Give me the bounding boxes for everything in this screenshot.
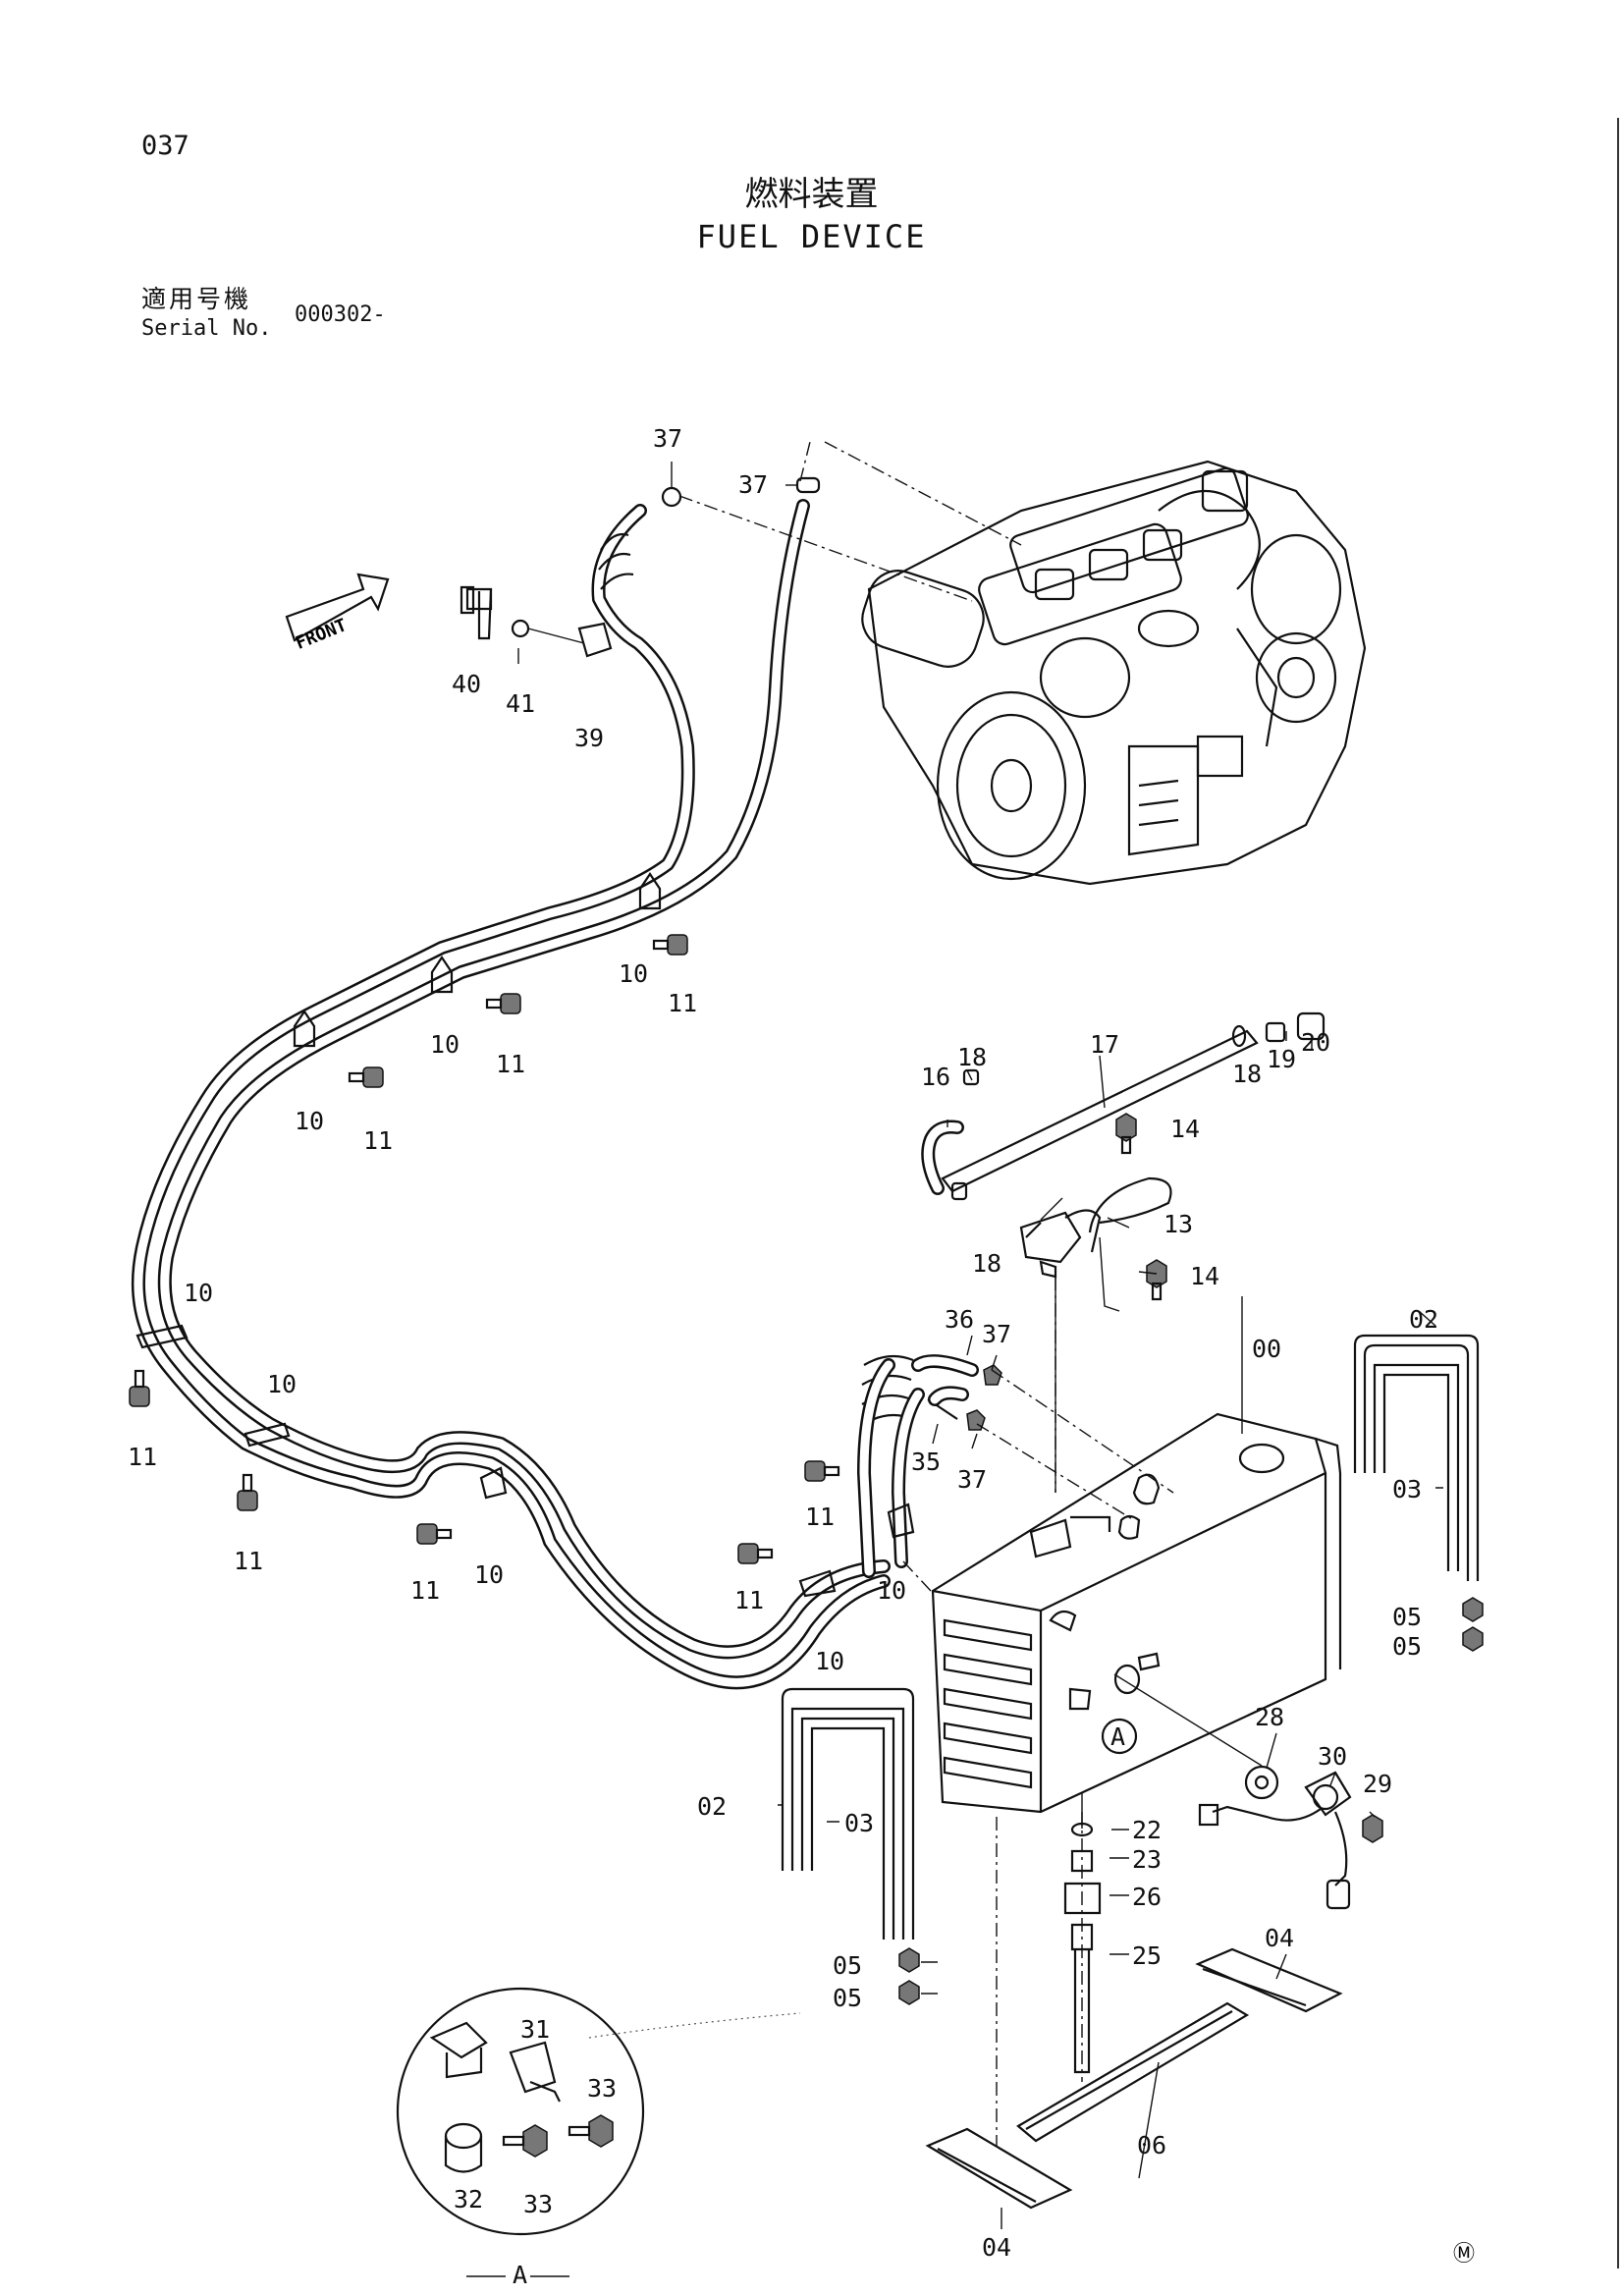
callout-label: 18 bbox=[972, 1249, 1001, 1278]
callout-label: 11 bbox=[734, 1586, 764, 1614]
mounting-bolts bbox=[129, 934, 840, 1564]
callout-label: 17 bbox=[1090, 1030, 1119, 1059]
fuel-level-sender bbox=[1113, 1673, 1383, 1910]
engine-assembly bbox=[861, 460, 1367, 886]
callout-label: 05 bbox=[1392, 1632, 1422, 1661]
callout-label: 11 bbox=[496, 1050, 525, 1078]
callout-label: 37 bbox=[957, 1465, 987, 1494]
fuel-tank bbox=[931, 1412, 1342, 1814]
callout-label: 05 bbox=[1392, 1603, 1422, 1631]
page-title-english: FUEL DEVICE bbox=[696, 218, 927, 255]
callout-label: 02 bbox=[697, 1792, 727, 1821]
page-title-japanese: 燃料装置 bbox=[744, 175, 879, 214]
callout-label: 11 bbox=[410, 1576, 440, 1605]
callout-label: 04 bbox=[1265, 1924, 1294, 1952]
callout-label: 16 bbox=[921, 1063, 950, 1091]
callout-label: 10 bbox=[877, 1576, 906, 1605]
callout-label: 02 bbox=[1409, 1305, 1438, 1334]
callout-label: 33 bbox=[587, 2074, 617, 2103]
hose-clamps bbox=[135, 872, 915, 1598]
callout-label: 37 bbox=[653, 424, 682, 453]
dash-dot-leaders bbox=[678, 441, 1174, 2146]
callout-label: 11 bbox=[128, 1443, 157, 1471]
tank-pads bbox=[925, 1947, 1343, 2210]
callout-A-text: A bbox=[1110, 1722, 1125, 1751]
callout-label: 04 bbox=[982, 2233, 1011, 2262]
callout-label: 13 bbox=[1163, 1210, 1193, 1238]
page-border-rule bbox=[1617, 118, 1619, 2269]
callout-label: 11 bbox=[805, 1503, 835, 1531]
callout-label: 18 bbox=[957, 1043, 987, 1071]
callout-label: 05 bbox=[833, 1951, 862, 1980]
callout-label: 41 bbox=[506, 689, 535, 718]
fuel-hose-pair bbox=[131, 499, 973, 1690]
callout-label: 03 bbox=[844, 1809, 874, 1837]
detail-A-label: A bbox=[513, 2261, 527, 2289]
callout-label: 10 bbox=[295, 1107, 324, 1135]
callout-label: 30 bbox=[1318, 1742, 1347, 1771]
top-fittings bbox=[460, 476, 821, 658]
callout-label: 40 bbox=[452, 670, 481, 698]
callout-label: 05 bbox=[833, 1984, 862, 2012]
callout-label: 32 bbox=[454, 2185, 483, 2214]
callout-label: 31 bbox=[520, 2015, 550, 2044]
callout-label: 20 bbox=[1301, 1028, 1330, 1057]
callout-numbers: 37 37 40 41 39 10 11 10 11 10 11 10 11 1… bbox=[128, 424, 1438, 2262]
callout-label: 23 bbox=[1132, 1845, 1162, 1874]
front-direction-arrow: FRONT bbox=[285, 573, 390, 654]
callout-label: 39 bbox=[574, 724, 604, 752]
revision-mark: Ⓜ bbox=[1453, 2242, 1475, 2267]
serial-number-value: 000302- bbox=[295, 302, 386, 327]
tank-bands-right bbox=[1353, 1334, 1480, 1581]
callout-leaders bbox=[517, 462, 1443, 2229]
callout-label: 35 bbox=[911, 1448, 941, 1476]
callout-label: 18 bbox=[1232, 1060, 1262, 1088]
callout-label: 33 bbox=[523, 2190, 553, 2218]
page-number: 037 bbox=[141, 131, 189, 161]
callout-label: 37 bbox=[982, 1320, 1011, 1348]
callout-label: 28 bbox=[1255, 1703, 1284, 1731]
callout-label: 37 bbox=[738, 470, 768, 499]
callout-label: 10 bbox=[267, 1370, 297, 1398]
tank-bands-left bbox=[781, 1687, 915, 1940]
front-label: FRONT bbox=[293, 615, 350, 654]
callout-label: 26 bbox=[1132, 1883, 1162, 1911]
callout-label: 29 bbox=[1363, 1770, 1392, 1798]
callout-label: 14 bbox=[1170, 1115, 1200, 1143]
detail-A-view: A bbox=[396, 1987, 801, 2289]
callout-label: 14 bbox=[1190, 1262, 1219, 1290]
callout-label: 11 bbox=[363, 1126, 393, 1155]
callout-label: 10 bbox=[815, 1647, 844, 1675]
callout-label: 10 bbox=[474, 1560, 504, 1589]
tank-vent-slots bbox=[943, 1618, 1033, 1789]
callout-label: 10 bbox=[184, 1279, 213, 1307]
callout-label: 25 bbox=[1132, 1941, 1162, 1970]
callout-A-marker: A bbox=[1101, 1718, 1138, 1755]
serial-label-japanese: 適用号機 bbox=[141, 285, 252, 313]
callout-label: 11 bbox=[234, 1547, 263, 1575]
callout-label: 22 bbox=[1132, 1816, 1162, 1844]
callout-label: 03 bbox=[1392, 1475, 1422, 1503]
callout-label: 06 bbox=[1137, 2131, 1166, 2159]
callout-label: 10 bbox=[430, 1030, 460, 1059]
callout-label: 11 bbox=[668, 989, 697, 1017]
tank-feed-hoses bbox=[911, 1354, 1002, 1431]
callout-label: 00 bbox=[1252, 1335, 1281, 1363]
callout-label: 36 bbox=[945, 1305, 974, 1334]
serial-label-english: Serial No. bbox=[141, 316, 272, 341]
callout-label: 19 bbox=[1267, 1045, 1296, 1073]
callout-label: 10 bbox=[619, 959, 648, 988]
nuts bbox=[898, 1597, 1484, 2005]
